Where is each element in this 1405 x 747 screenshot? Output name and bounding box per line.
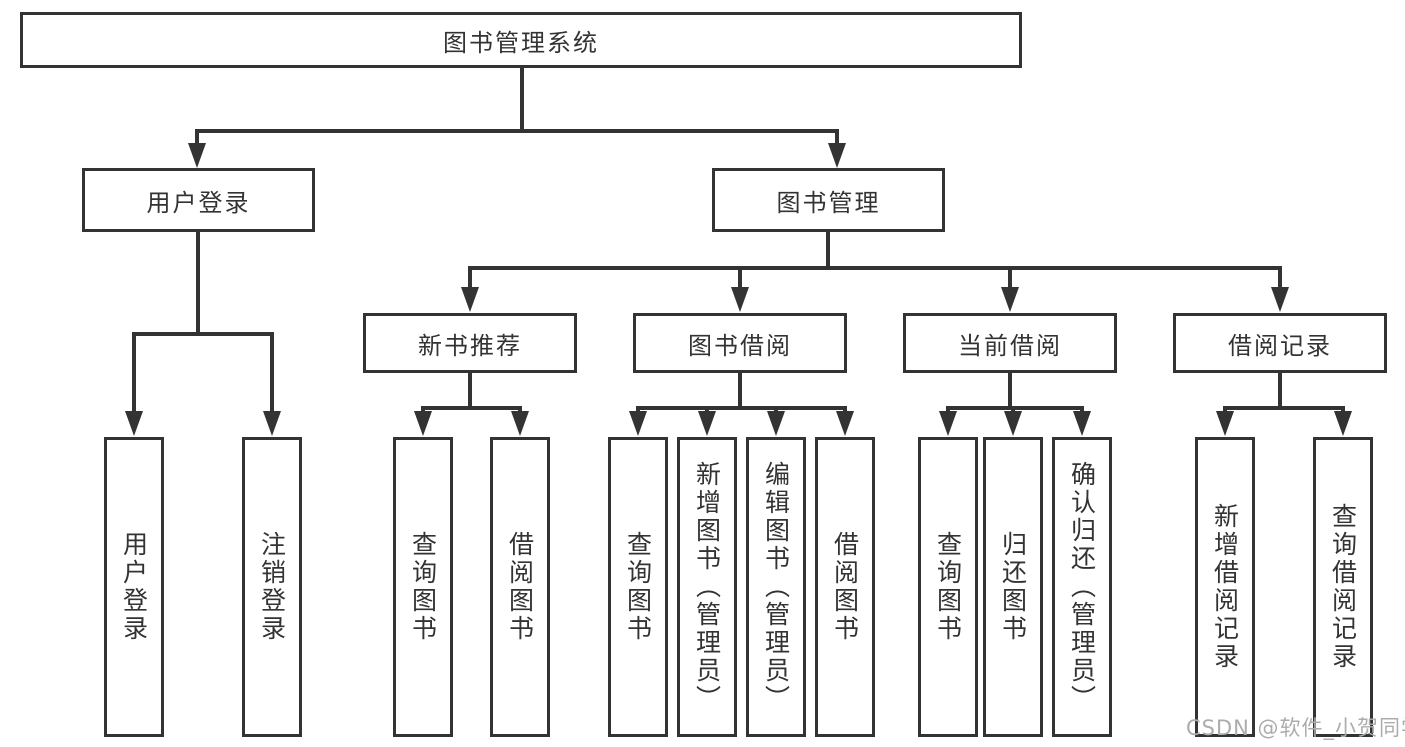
arrowhead-down-icon bbox=[1001, 287, 1019, 312]
leaf-query-borrow-record: 查询借阅记录 bbox=[1313, 437, 1373, 737]
node-current-borrow: 当前借阅 bbox=[903, 313, 1117, 373]
arrowhead-down-icon bbox=[767, 411, 785, 436]
arrowhead-down-icon bbox=[1004, 411, 1022, 436]
connector-lines bbox=[132, 66, 1345, 416]
node-label: 图书管理 bbox=[776, 188, 881, 217]
leaf-query-books: 查询图书 bbox=[608, 437, 668, 737]
leaf-label: 借阅图书 bbox=[830, 531, 860, 643]
arrowhead-down-icon bbox=[828, 143, 846, 168]
leaf-label: 确认归还（管理员） bbox=[1067, 461, 1097, 713]
arrowhead-down-icon bbox=[698, 411, 716, 436]
arrowhead-down-icon bbox=[939, 411, 957, 436]
node-label: 新书推荐 bbox=[418, 331, 522, 360]
leaf-query-books: 查询图书 bbox=[393, 437, 453, 737]
arrowhead-down-icon bbox=[1271, 287, 1289, 312]
node-borrow-records: 借阅记录 bbox=[1173, 313, 1387, 373]
leaf-label: 查询图书 bbox=[408, 531, 438, 643]
leaf-label: 查询借阅记录 bbox=[1328, 503, 1358, 671]
arrowhead-down-icon bbox=[1216, 411, 1234, 436]
node-label: 图书管理系统 bbox=[443, 28, 599, 57]
leaf-borrow-books: 借阅图书 bbox=[815, 437, 875, 737]
leaf-label: 归还图书 bbox=[998, 531, 1028, 643]
node-label: 当前借阅 bbox=[958, 331, 1062, 360]
node-root: 图书管理系统 bbox=[20, 12, 1022, 68]
leaf-edit-books-admin: 编辑图书（管理员） bbox=[746, 437, 806, 737]
leaf-logout: 注销登录 bbox=[242, 437, 302, 737]
arrowhead-down-icon bbox=[511, 411, 529, 436]
leaf-label: 新增图书（管理员） bbox=[692, 461, 722, 713]
leaf-label: 新增借阅记录 bbox=[1210, 503, 1240, 671]
leaf-label: 查询图书 bbox=[933, 531, 963, 643]
node-book-management: 图书管理 bbox=[712, 168, 945, 232]
leaf-label: 编辑图书（管理员） bbox=[761, 461, 791, 713]
leaf-label: 用户登录 bbox=[119, 531, 149, 643]
node-label: 图书借阅 bbox=[688, 331, 792, 360]
node-user-login: 用户登录 bbox=[82, 168, 315, 232]
arrowhead-down-icon bbox=[731, 287, 749, 312]
leaf-label: 注销登录 bbox=[257, 531, 287, 643]
arrowhead-down-icon bbox=[263, 411, 281, 436]
arrowhead-down-icon bbox=[414, 411, 432, 436]
leaf-return-books: 归还图书 bbox=[983, 437, 1043, 737]
arrowhead-down-icon bbox=[188, 143, 206, 168]
arrowhead-down-icon bbox=[629, 411, 647, 436]
watermark: CSDN @软件_小贺同学 bbox=[1186, 716, 1405, 740]
node-label: 用户登录 bbox=[146, 188, 251, 217]
leaf-borrow-books: 借阅图书 bbox=[490, 437, 550, 737]
node-new-book-recommend: 新书推荐 bbox=[363, 313, 577, 373]
leaf-query-books: 查询图书 bbox=[918, 437, 978, 737]
arrowhead-down-icon bbox=[1073, 411, 1091, 436]
leaf-add-books-admin: 新增图书（管理员） bbox=[677, 437, 737, 737]
arrowhead-down-icon bbox=[461, 287, 479, 312]
arrowhead-down-icon bbox=[836, 411, 854, 436]
leaf-label: 借阅图书 bbox=[505, 531, 535, 643]
arrowhead-down-icon bbox=[1334, 411, 1352, 436]
leaf-label: 查询图书 bbox=[623, 531, 653, 643]
arrowhead-down-icon bbox=[125, 411, 143, 436]
leaf-add-borrow-record: 新增借阅记录 bbox=[1195, 437, 1255, 737]
leaf-user-login: 用户登录 bbox=[104, 437, 164, 737]
leaf-confirm-return-admin: 确认归还（管理员） bbox=[1052, 437, 1112, 737]
node-label: 借阅记录 bbox=[1228, 331, 1332, 360]
node-book-borrow: 图书借阅 bbox=[633, 313, 847, 373]
